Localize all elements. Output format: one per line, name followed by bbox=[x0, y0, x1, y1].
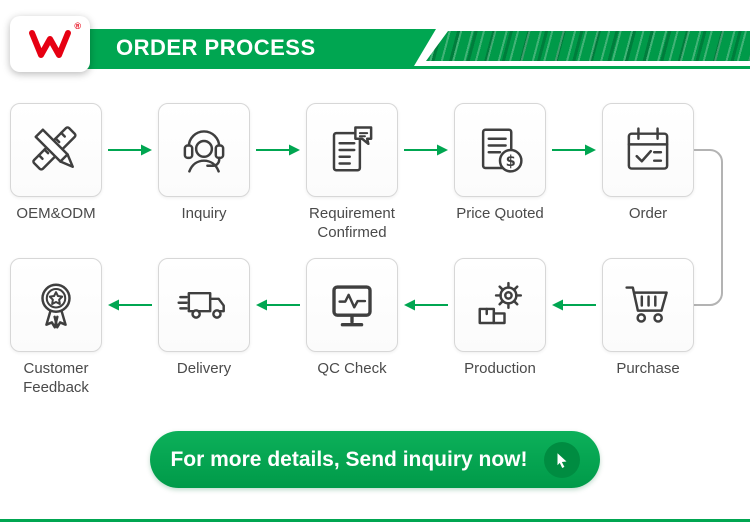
send-inquiry-button[interactable]: For more details, Send inquiry now! bbox=[150, 431, 600, 488]
flow-arrow-left bbox=[108, 299, 152, 311]
step-card-oem-odm bbox=[10, 103, 102, 197]
award-ribbon-icon bbox=[41, 283, 71, 329]
step-card-qc-check bbox=[306, 258, 398, 352]
flow-arrow-right bbox=[552, 144, 596, 156]
registered-trademark: ® bbox=[74, 21, 81, 31]
flow-connector-line bbox=[694, 149, 723, 306]
decorative-stripe-band bbox=[426, 31, 750, 61]
cursor-icon bbox=[557, 452, 567, 468]
step-card-customer-feedback bbox=[10, 258, 102, 352]
step-label-requirement-confirmed: Requirement Confirmed bbox=[309, 205, 395, 241]
step-card-delivery bbox=[158, 258, 250, 352]
step-card-purchase bbox=[602, 258, 694, 352]
monitor-pulse-icon bbox=[332, 285, 372, 327]
cta-label: For more details, Send inquiry now! bbox=[170, 447, 528, 471]
header-banner: ORDER PROCESS bbox=[86, 29, 436, 66]
step-label-production: Production bbox=[464, 360, 536, 377]
gear-boxes-icon bbox=[478, 281, 523, 325]
step-label-inquiry: Inquiry bbox=[181, 205, 227, 222]
page-title: ORDER PROCESS bbox=[116, 34, 316, 60]
step-card-inquiry bbox=[158, 103, 250, 197]
step-label-customer-feedback: Customer Feedback bbox=[23, 360, 89, 396]
dollar-glyph: $ bbox=[506, 153, 516, 170]
bottom-divider-line bbox=[0, 519, 750, 522]
step-label-order: Order bbox=[628, 205, 668, 222]
pencil-ruler-icon bbox=[32, 126, 77, 171]
flow-arrow-right bbox=[404, 144, 448, 156]
document-chat-icon bbox=[332, 126, 373, 172]
step-label-qc-check: QC Check bbox=[317, 360, 387, 377]
delivery-truck-icon bbox=[177, 291, 225, 319]
flow-arrow-left bbox=[256, 299, 300, 311]
step-label-oem-odm: OEM&ODM bbox=[16, 205, 96, 222]
shopping-cart-icon bbox=[625, 286, 668, 323]
support-agent-icon bbox=[183, 130, 225, 173]
header-underline bbox=[86, 66, 750, 69]
step-card-requirement-confirmed bbox=[306, 103, 398, 197]
flow-arrow-left bbox=[404, 299, 448, 311]
flow-arrow-right bbox=[108, 144, 152, 156]
step-card-price-quoted: $ bbox=[454, 103, 546, 197]
brand-logo-icon bbox=[29, 30, 71, 58]
step-label-purchase: Purchase bbox=[616, 360, 680, 377]
cursor-badge bbox=[543, 441, 580, 478]
flow-arrow-left bbox=[552, 299, 596, 311]
document-dollar-icon: $ bbox=[481, 128, 523, 173]
brand-logo: ® bbox=[10, 16, 90, 72]
calendar-check-icon bbox=[627, 127, 669, 170]
step-card-order bbox=[602, 103, 694, 197]
step-label-price-quoted: Price Quoted bbox=[456, 205, 544, 222]
step-label-delivery: Delivery bbox=[176, 360, 232, 377]
step-card-production bbox=[454, 258, 546, 352]
flow-arrow-right bbox=[256, 144, 300, 156]
